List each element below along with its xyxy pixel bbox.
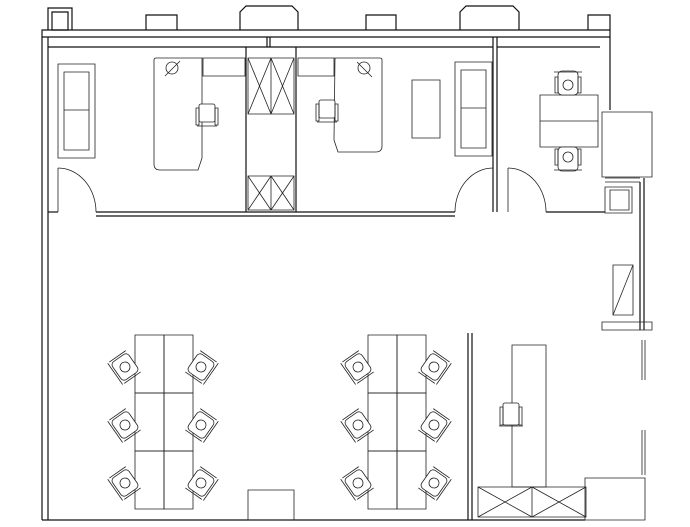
office-chair xyxy=(185,467,218,501)
desk-cluster xyxy=(108,335,219,509)
office-chair xyxy=(185,409,218,443)
desk xyxy=(368,451,397,509)
desk xyxy=(164,335,193,393)
chair-top xyxy=(554,71,582,95)
office-chair xyxy=(316,100,338,122)
window-bays xyxy=(48,6,610,30)
open-workspace xyxy=(108,335,452,509)
office-chair xyxy=(341,409,374,443)
office-chair xyxy=(196,104,218,126)
small-meeting-room xyxy=(540,71,598,171)
reception-chair xyxy=(499,403,523,426)
office-chair xyxy=(108,351,141,385)
desk xyxy=(397,451,426,509)
desk xyxy=(135,393,164,451)
desk-cluster xyxy=(341,335,452,509)
office-chair xyxy=(108,467,141,501)
office-chair xyxy=(185,351,218,385)
office-chair xyxy=(418,409,451,443)
office-chair xyxy=(341,351,374,385)
desk xyxy=(368,335,397,393)
executive-desk xyxy=(154,58,245,170)
service-core xyxy=(602,112,652,475)
office-chair xyxy=(108,409,141,443)
door-swings xyxy=(58,168,546,212)
reception xyxy=(468,333,645,520)
sofa xyxy=(455,62,492,156)
storage-shafts xyxy=(248,58,294,210)
desk xyxy=(397,335,426,393)
office-chair xyxy=(341,467,374,501)
office-chair xyxy=(418,351,451,385)
private-office-left xyxy=(58,58,245,170)
desk xyxy=(368,393,397,451)
office-walls xyxy=(48,37,605,216)
private-office-right xyxy=(298,58,492,156)
chair-bottom xyxy=(554,147,582,171)
desk xyxy=(164,393,193,451)
desk xyxy=(135,451,164,509)
desk xyxy=(397,393,426,451)
desk xyxy=(135,335,164,393)
executive-desk xyxy=(334,58,382,152)
side-table xyxy=(412,80,440,138)
sofa xyxy=(58,64,95,158)
bottom-cabinet xyxy=(248,490,294,520)
desk xyxy=(164,451,193,509)
outer-walls xyxy=(42,30,610,520)
office-chair xyxy=(418,467,451,501)
